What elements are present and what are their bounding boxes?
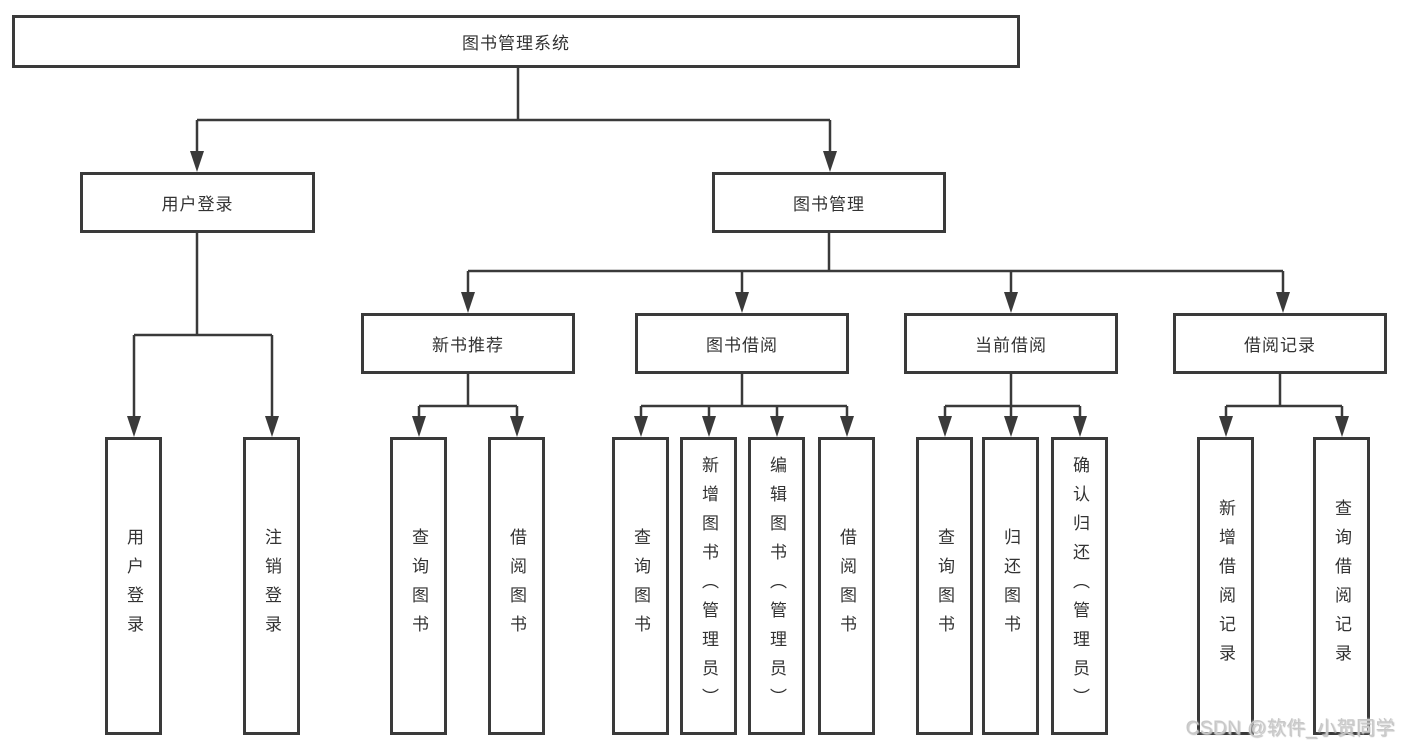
leaf-query-books-recommend-label: 查询图书 (409, 528, 428, 644)
node-book-management-label: 图书管理 (793, 195, 865, 214)
leaf-query-books-current-label: 查询图书 (935, 528, 954, 644)
node-borrow-records-label: 借阅记录 (1244, 336, 1316, 355)
node-current-borrow: 当前借阅 (904, 313, 1118, 374)
leaf-confirm-return-admin: 确认归还（管理员） (1051, 437, 1108, 735)
node-new-book-recommend: 新书推荐 (361, 313, 575, 374)
leaf-logout: 注销登录 (243, 437, 300, 735)
leaf-borrow-books-borrow-label: 借阅图书 (837, 528, 856, 644)
leaf-query-books-borrow: 查询图书 (612, 437, 669, 735)
node-root-system-label: 图书管理系统 (462, 34, 570, 53)
node-user-login: 用户登录 (80, 172, 315, 233)
node-current-borrow-label: 当前借阅 (975, 336, 1047, 355)
leaf-add-book-admin: 新增图书（管理员） (680, 437, 737, 735)
leaf-add-borrow-record: 新增借阅记录 (1197, 437, 1254, 735)
node-user-login-label: 用户登录 (161, 195, 234, 214)
leaf-query-borrow-record: 查询借阅记录 (1313, 437, 1370, 735)
leaf-return-book: 归还图书 (982, 437, 1039, 735)
node-book-borrow-label: 图书借阅 (706, 336, 778, 355)
leaf-borrow-books-borrow: 借阅图书 (818, 437, 875, 735)
csdn-watermark: CSDN @软件_小贺同学 (1185, 718, 1395, 739)
leaf-add-book-admin-label: 新增图书（管理员） (699, 455, 718, 717)
leaf-borrow-books-recommend: 借阅图书 (488, 437, 545, 735)
leaf-user-login: 用户登录 (105, 437, 162, 735)
leaf-borrow-books-recommend-label: 借阅图书 (507, 528, 526, 644)
node-book-borrow: 图书借阅 (635, 313, 849, 374)
leaf-edit-book-admin: 编辑图书（管理员） (748, 437, 805, 735)
arrowheads (127, 151, 1349, 437)
node-root-system: 图书管理系统 (12, 15, 1020, 68)
leaf-query-borrow-record-label: 查询借阅记录 (1332, 499, 1351, 673)
leaf-add-borrow-record-label: 新增借阅记录 (1216, 499, 1235, 673)
node-new-book-recommend-label: 新书推荐 (432, 336, 504, 355)
leaf-query-books-borrow-label: 查询图书 (631, 528, 650, 644)
leaf-query-books-current: 查询图书 (916, 437, 973, 735)
leaf-edit-book-admin-label: 编辑图书（管理员） (767, 455, 786, 717)
leaf-return-book-label: 归还图书 (1001, 528, 1020, 644)
leaf-query-books-recommend: 查询图书 (390, 437, 447, 735)
leaf-confirm-return-admin-label: 确认归还（管理员） (1070, 455, 1089, 717)
leaf-logout-label: 注销登录 (262, 528, 281, 644)
leaf-user-login-label: 用户登录 (124, 528, 143, 644)
node-borrow-records: 借阅记录 (1173, 313, 1387, 374)
node-book-management: 图书管理 (712, 172, 946, 233)
